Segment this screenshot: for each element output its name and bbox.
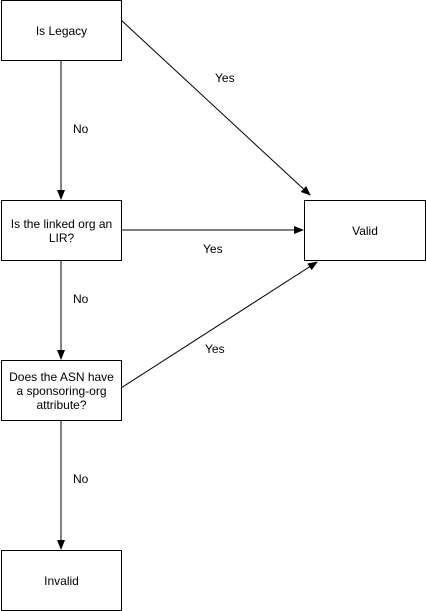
node-has-sponsoring-org: Does the ASN have a sponsoring-org attri… (1, 360, 122, 421)
node-is-legacy: Is Legacy (1, 0, 122, 61)
node-invalid-label: Invalid (44, 573, 79, 588)
node-is-lir: Is the linked org an LIR? (1, 200, 122, 261)
edge-label-sponsoring-no: No (73, 472, 89, 486)
node-valid-label: Valid (352, 223, 378, 238)
edge-label-sponsoring-yes: Yes (205, 342, 225, 356)
edge-label-legacy-yes: Yes (215, 71, 235, 85)
node-has-sponsoring-org-label: Does the ASN have a sponsoring-org attri… (9, 369, 114, 412)
node-valid: Valid (304, 200, 426, 261)
node-invalid: Invalid (1, 550, 122, 611)
edge-label-lir-no: No (73, 292, 89, 306)
edge-legacy-to-valid (120, 19, 311, 196)
edge-label-legacy-no: No (73, 122, 89, 136)
node-is-lir-label: Is the linked org an LIR? (10, 216, 113, 245)
edge-label-lir-yes: Yes (203, 242, 223, 256)
node-is-legacy-label: Is Legacy (35, 23, 88, 38)
edge-sponsoring-to-valid (120, 261, 318, 389)
